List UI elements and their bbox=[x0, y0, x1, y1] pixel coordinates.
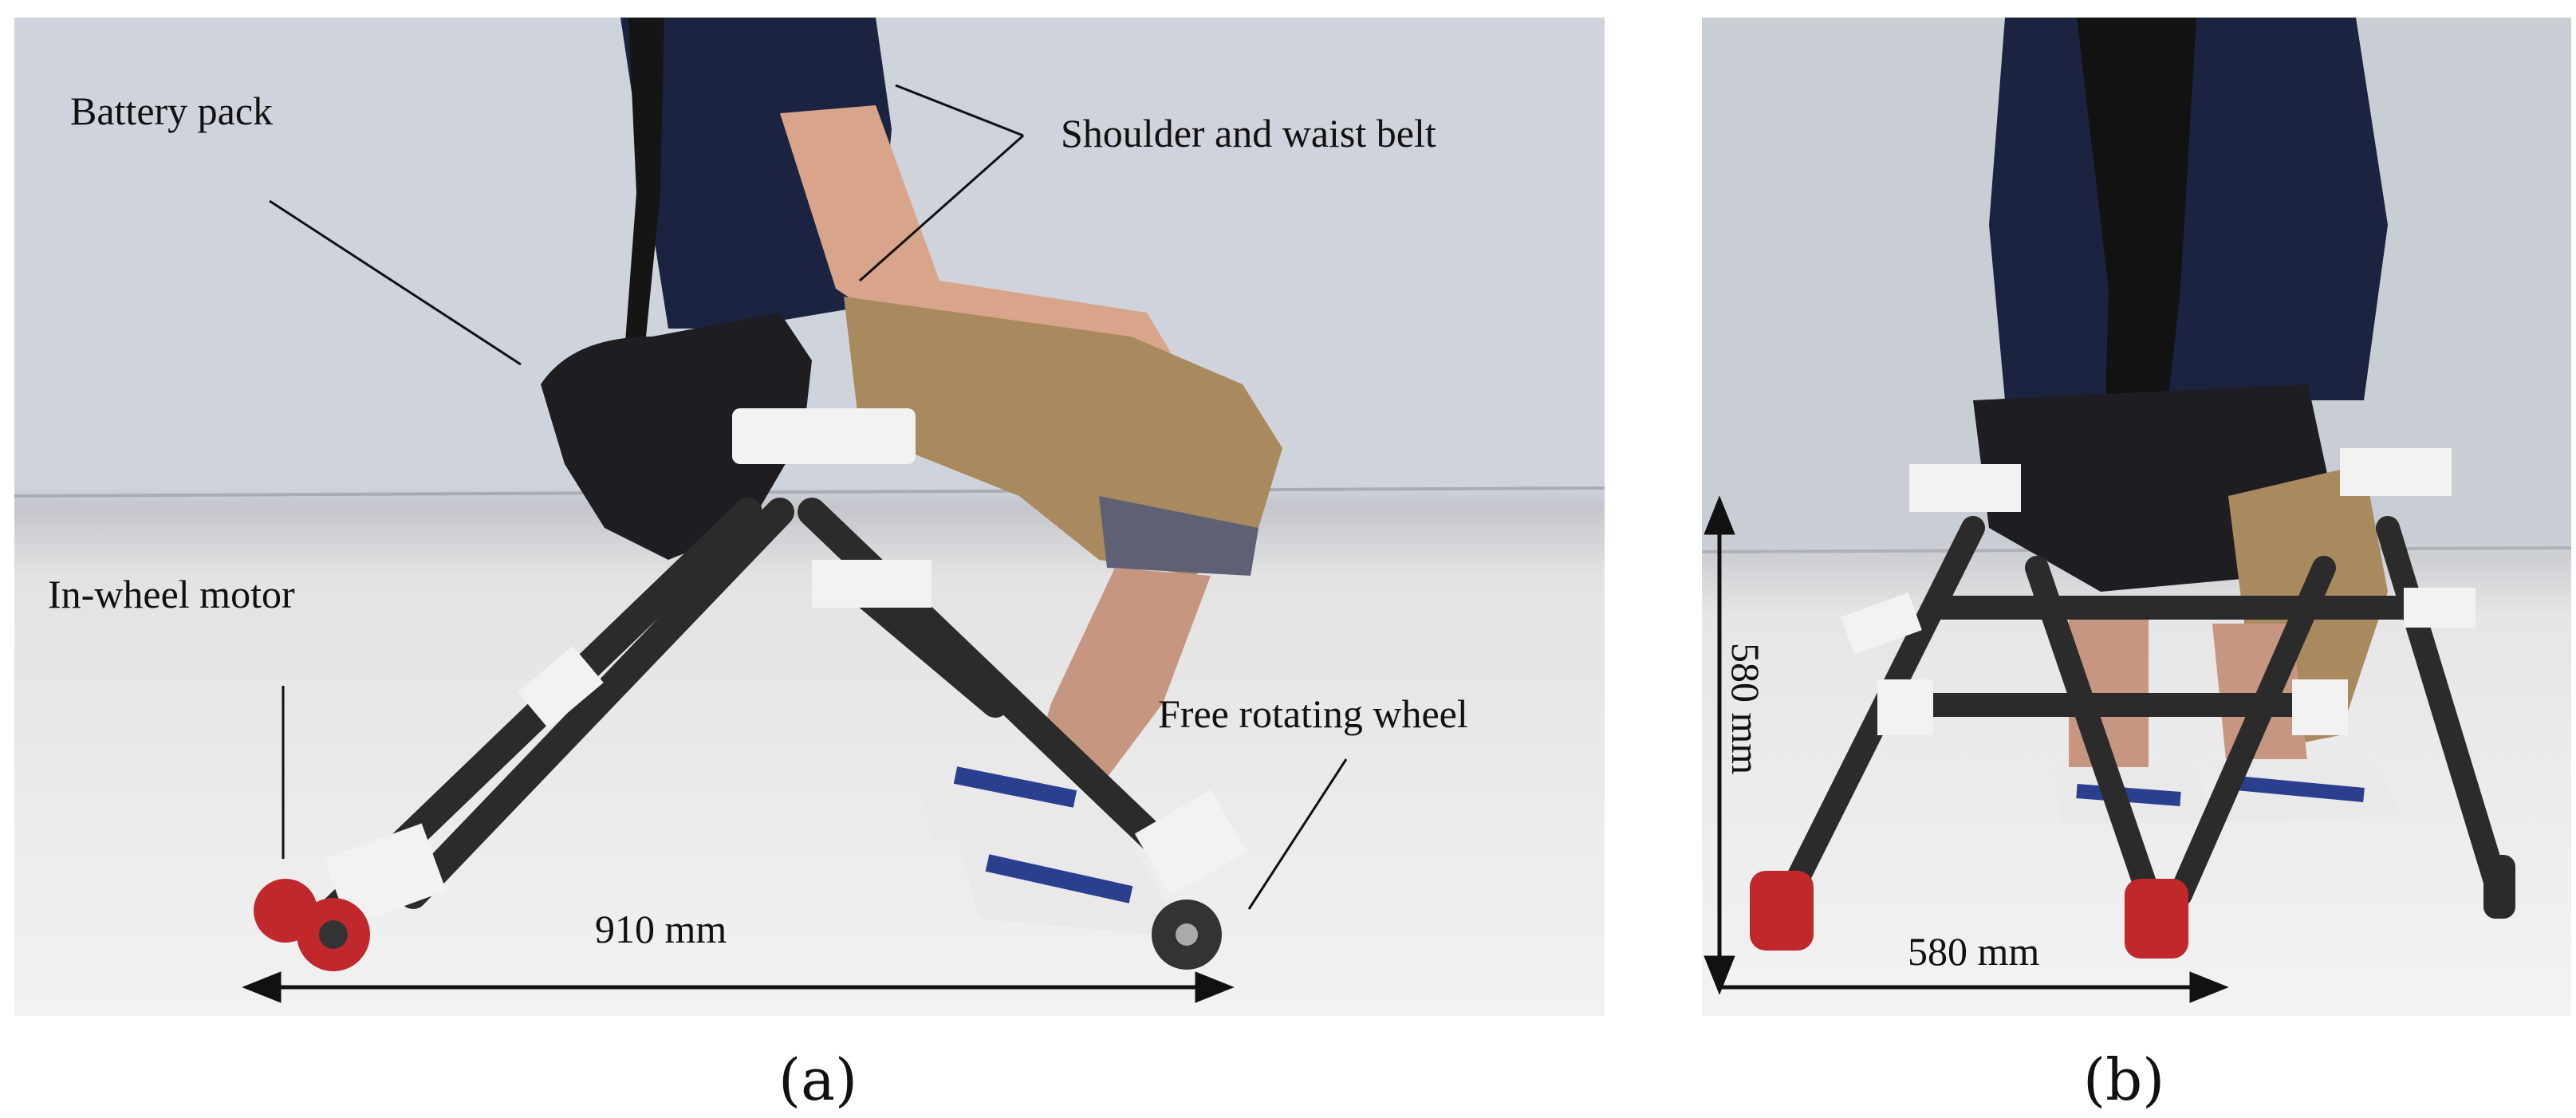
rear-view-photo bbox=[1702, 18, 2571, 1003]
in-wheel-motor-label: In-wheel motor bbox=[48, 572, 295, 616]
caption-b: (b) bbox=[2083, 1046, 2165, 1113]
battery-pack-bag bbox=[541, 313, 812, 560]
side-view-photo bbox=[14, 18, 1605, 1003]
seat-block-left bbox=[1909, 464, 2021, 512]
shoulder-waist-belt-label: Shoulder and waist belt bbox=[1061, 111, 1436, 155]
seat-block-right bbox=[2340, 448, 2452, 496]
free-rotating-wheel-label: Free rotating wheel bbox=[1158, 691, 1468, 736]
wheels bbox=[254, 879, 1222, 971]
shorts-cuff bbox=[1099, 496, 1258, 576]
width-dimension-label: 580 mm bbox=[1908, 929, 2040, 974]
caption-a: (a) bbox=[778, 1046, 858, 1113]
length-dimension-label: 910 mm bbox=[595, 907, 727, 951]
battery-pack-label: Battery pack bbox=[70, 89, 274, 133]
shoulder-strap bbox=[624, 18, 664, 352]
lower-leg bbox=[1027, 568, 1211, 799]
height-dimension-label: 580 mm bbox=[1723, 643, 1768, 775]
seat-block bbox=[732, 408, 916, 464]
wheels-rear bbox=[1750, 855, 2515, 959]
photo-panel-b: 580 mm 580 mm bbox=[1702, 18, 2571, 1016]
photo-panel-a: Battery pack Shoulder and waist belt In-… bbox=[14, 18, 1605, 1016]
shorts bbox=[844, 297, 1282, 576]
